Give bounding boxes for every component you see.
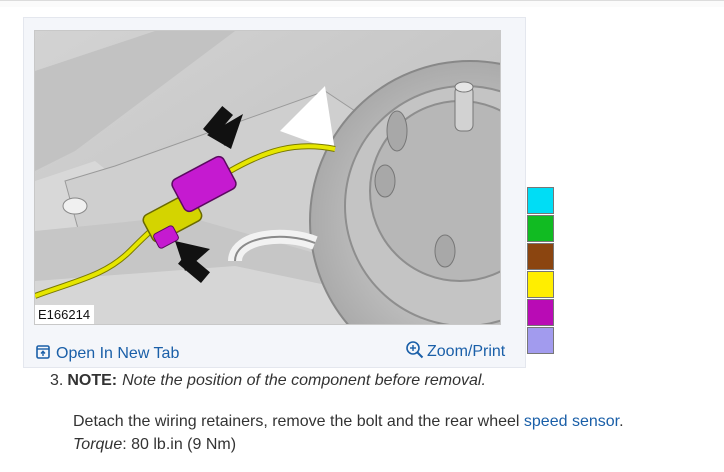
step-number: 3. xyxy=(50,372,64,389)
zoom-print-label: Zoom/Print xyxy=(427,343,506,360)
open-new-tab-icon xyxy=(36,344,50,364)
note-label: NOTE: xyxy=(67,372,118,389)
torque-label: Torque xyxy=(73,436,123,453)
torque-line: Torque: 80 lb.in (9 Nm) xyxy=(73,433,624,456)
color-swatch xyxy=(527,327,554,354)
note-text: Note the position of the component befor… xyxy=(122,372,486,389)
zoom-in-icon xyxy=(405,340,425,365)
instruction-period: . xyxy=(619,413,624,430)
color-swatch xyxy=(527,299,554,326)
open-in-new-tab-link[interactable]: Open In New Tab xyxy=(36,344,179,364)
figure-id-label: E166214 xyxy=(35,305,95,324)
instruction-paragraph: Detach the wiring retainers, remove the … xyxy=(73,410,624,456)
zoom-print-link[interactable]: Zoom/Print xyxy=(405,340,506,365)
instruction-line: Detach the wiring retainers, remove the … xyxy=(73,410,624,433)
component-illustration[interactable]: E166214 xyxy=(34,30,501,325)
color-legend-swatches xyxy=(527,187,554,355)
speed-sensor-link[interactable]: speed sensor xyxy=(523,413,620,430)
color-swatch xyxy=(527,215,554,242)
instruction-text: Detach the wiring retainers, remove the … xyxy=(73,413,524,430)
step-note: 3.NOTE:Note the position of the componen… xyxy=(50,372,486,390)
color-swatch xyxy=(527,243,554,270)
color-swatch xyxy=(527,187,554,214)
torque-value: : 80 lb.in (9 Nm) xyxy=(122,436,237,453)
top-divider xyxy=(0,0,724,7)
color-swatch xyxy=(527,271,554,298)
open-in-new-tab-label: Open In New Tab xyxy=(56,345,180,362)
